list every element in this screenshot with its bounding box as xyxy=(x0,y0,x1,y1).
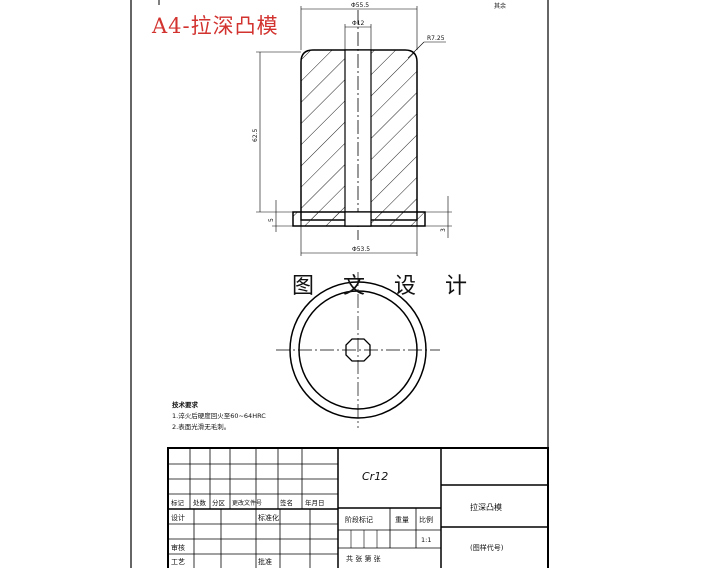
dim-corner-radius-label: R7.25 xyxy=(427,35,445,42)
sheets-label: 共 张 第 张 xyxy=(346,554,381,563)
material-value: Cr12 xyxy=(362,470,388,483)
scale-label: 比例 xyxy=(419,515,433,524)
dim-height-label: 62.5 xyxy=(252,128,259,142)
rev-header-count: 处数 xyxy=(193,498,207,507)
roughness-note: 其余 xyxy=(494,2,506,10)
dim-height: 62.5 xyxy=(252,51,301,213)
dim-hole-width-label: Φ12 xyxy=(352,20,365,27)
dim-flange-height: 5 xyxy=(268,200,293,232)
tech-requirement-1: 1.淬火后硬度回火至60~64HRC xyxy=(172,411,266,420)
rev-header-zone: 分区 xyxy=(212,498,226,507)
dim-bottom-width: Φ53.5 xyxy=(300,226,418,256)
rev-header-file: 更改文件号 xyxy=(232,499,262,507)
weight-label: 重量 xyxy=(395,516,409,524)
title-block-text: Cr12 拉深凸模 (图样代号) 标记 处数 分区 更改文件号 签名 年月日 设… xyxy=(171,470,504,566)
tech-requirements-heading: 技术要求 xyxy=(172,400,199,409)
dim-corner-radius: R7.25 xyxy=(407,35,446,59)
top-view xyxy=(276,272,440,428)
dim-top-width-label: Φ55.5 xyxy=(351,2,369,9)
standard-label: 标准化 xyxy=(258,513,279,522)
part-name: 拉深凸模 xyxy=(470,502,502,512)
center-bore-top xyxy=(345,338,371,362)
tech-requirements: 技术要求 1.淬火后硬度回火至60~64HRC 2.表面光滑无毛刺。 xyxy=(172,400,266,431)
process-label: 工艺 xyxy=(171,558,185,566)
check-label: 审核 xyxy=(171,543,185,552)
front-section-view: Φ55.5 Φ12 R7.25 62.5 5 xyxy=(252,2,452,256)
rev-header-sign: 签名 xyxy=(280,498,293,507)
rev-header-date: 年月日 xyxy=(305,498,325,507)
overlay-title: A4-拉深凸模 xyxy=(152,14,279,38)
watermark-text: 图 文 设 计 xyxy=(292,274,478,299)
tech-requirement-2: 2.表面光滑无毛刺。 xyxy=(172,422,230,431)
dim-flange-thickness-label: 3 xyxy=(440,228,447,232)
dim-flange-thickness: 3 xyxy=(425,196,452,238)
dim-top-width: Φ55.5 xyxy=(300,2,418,50)
stage-label: 阶段标记 xyxy=(345,515,373,524)
scale-value: 1:1 xyxy=(421,536,431,544)
design-label: 设计 xyxy=(171,513,185,522)
title-block xyxy=(167,447,549,568)
approve-label: 批准 xyxy=(258,557,272,566)
drawing-code: (图样代号) xyxy=(470,543,504,552)
dim-flange-height-label: 5 xyxy=(268,218,275,222)
dim-bottom-width-label: Φ53.5 xyxy=(352,246,370,253)
rev-header-mark: 标记 xyxy=(171,498,185,507)
dim-hole-width: Φ12 xyxy=(344,20,372,50)
